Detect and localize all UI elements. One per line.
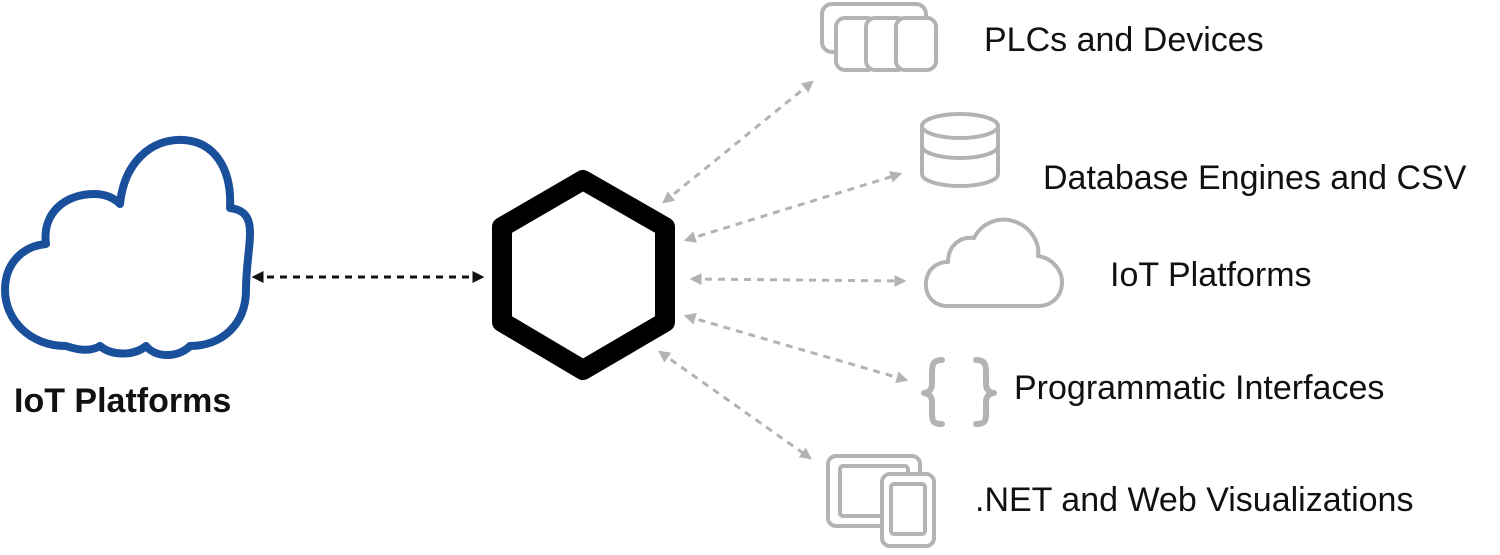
iot-platform-cloud-icon [1, 135, 254, 359]
database-icon [920, 112, 1000, 188]
net-web-visualizations-label: .NET and Web Visualizations [975, 481, 1413, 519]
programmatic-interfaces-label: Programmatic Interfaces [1014, 369, 1384, 407]
database-engines-label: Database Engines and CSV [1043, 159, 1467, 197]
iot-platforms-label: IoT Platforms [1110, 256, 1312, 294]
connector-iot [689, 273, 907, 287]
devices-screens-icon [826, 454, 936, 548]
connector-programmatic [683, 312, 909, 384]
cloud-icon [923, 217, 1064, 308]
curly-braces-icon [921, 357, 997, 427]
left-iot-platforms-label: IoT Platforms [14, 382, 231, 420]
hub-hexagon-icon [492, 170, 675, 380]
plc-devices-icon [820, 2, 938, 72]
hub-connectors [658, 80, 909, 460]
plcs-devices-label: PLCs and Devices [984, 21, 1264, 59]
connector-visualizations [658, 350, 812, 460]
connector-database [683, 171, 903, 243]
connector-plcs [662, 80, 814, 204]
